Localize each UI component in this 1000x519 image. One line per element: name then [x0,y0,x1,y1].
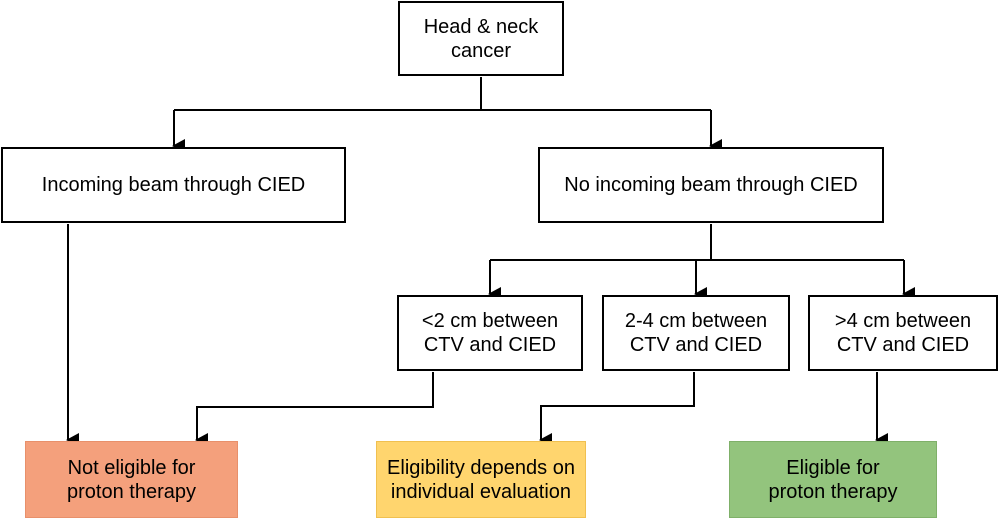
node-distance-lt2cm: <2 cm between CTV and CIED [397,295,583,371]
node-label: Incoming beam through CIED [41,174,306,196]
node-label: Head & neck cancer [423,15,539,62]
outcome-label: Not eligible for proton therapy [67,456,196,503]
node-distance-2to4cm: 2-4 cm between CTV and CIED [602,295,790,371]
outcome-label: Eligibility depends on individual evalua… [387,456,575,503]
node-beam-through-cied: Incoming beam through CIED [1,147,346,223]
connector-root-split [174,77,711,111]
node-head-neck-cancer: Head & neck cancer [398,1,564,76]
outcome-depends-on-evaluation: Eligibility depends on individual evalua… [376,441,586,518]
arrow-2to4-to-depends [539,372,695,447]
node-label: No incoming beam through CIED [564,174,858,196]
node-label: >4 cm between CTV and CIED [834,310,972,356]
outcome-not-eligible: Not eligible for proton therapy [25,441,238,518]
connector-distance-split [490,224,904,261]
node-label: 2-4 cm between CTV and CIED [624,310,768,356]
node-label: <2 cm between CTV and CIED [421,310,559,356]
outcome-eligible: Eligible for proton therapy [729,441,937,518]
node-distance-gt4cm: >4 cm between CTV and CIED [808,295,998,371]
node-no-beam-through-cied: No incoming beam through CIED [538,147,884,223]
outcome-label: Eligible for proton therapy [768,456,898,503]
arrow-lt2-to-not-eligible [195,372,434,447]
